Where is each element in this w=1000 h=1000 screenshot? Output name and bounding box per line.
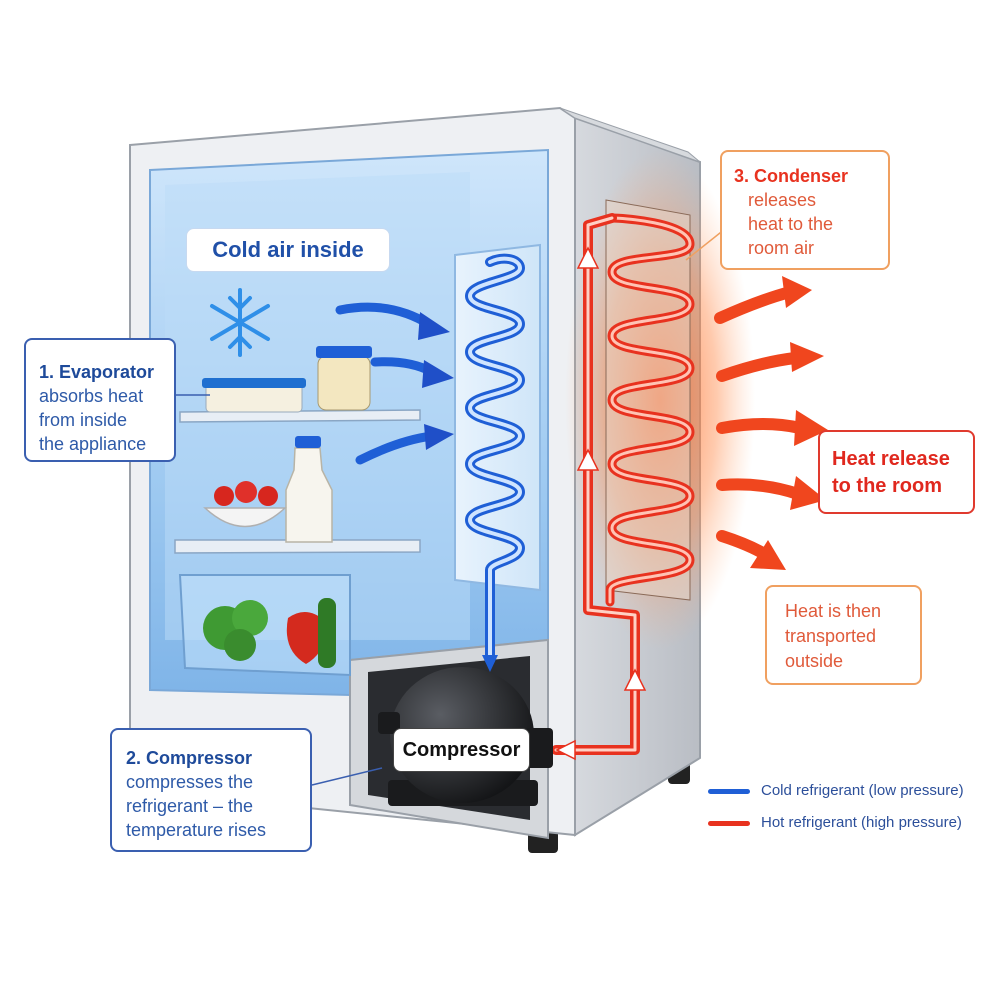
hot-refrigerant-pipe-highlight [554,216,637,752]
heat-arrow-icon [716,410,828,446]
heat-arrow-icon [716,342,824,382]
cold-air-arrow-icon [335,302,450,340]
flow-arrow-icon [576,448,600,471]
compressor-callout: 2. Compressor compresses the refrigerant… [110,728,312,852]
heat-transport-callout: Heat is then transported outside [765,585,922,685]
snowflake-icon [210,288,270,357]
heat-arrow-icon [716,530,786,570]
heat-release-callout: Heat release to the room [818,430,975,514]
heat-arrow-icon [714,276,812,324]
evaporator-callout: 1. Evaporator absorbs heat from inside t… [24,338,176,462]
cold-air-inside-label: Cold air inside [186,228,390,272]
flow-arrow-icon [482,655,498,672]
heat-release-title: Heat release to the room [832,448,950,497]
flow-arrow-icon [576,246,600,269]
crisper-drawer [178,574,351,677]
flow-arrow-icon [555,739,576,761]
jar [316,346,372,411]
heat-transport-text: Heat is then transported outside [785,601,882,671]
compressor-callout-text: compresses the refrigerant – the tempera… [126,772,267,840]
cold-air-arrow-icon [355,424,454,465]
evaporator-coil-highlight [467,256,523,662]
legend-label-cold: Cold refrigerant (low pressure) [761,782,964,799]
tomato-bowl [203,481,287,528]
shelf-upper [179,409,421,423]
cold-air-arrow-icon [370,357,454,388]
compressor-callout-title: 2. Compressor [126,748,253,768]
compressor-label: Compressor [393,728,530,772]
condenser-text: releases heat to the room air [748,190,834,258]
condenser-callout: 3. Condenser releases heat to the room a… [720,150,890,270]
condenser-coil-highlight [608,216,692,604]
legend-swatch-hot [708,821,750,826]
condenser-title: 3. Condenser [734,166,849,186]
heat-arrow-icon [716,476,826,510]
evaporator-title: 1. Evaporator [39,362,155,382]
milk-bottle [285,436,333,543]
legend-swatch-cold [708,789,750,794]
evaporator-text: absorbs heat from inside the appliance [39,386,147,454]
shelf-lower [174,539,421,554]
flow-arrow-icon [623,668,647,691]
leader-line [311,767,383,786]
condenser-fins [605,199,691,601]
legend-label-hot: Hot refrigerant (high pressure) [761,814,962,831]
food-container [202,378,306,413]
